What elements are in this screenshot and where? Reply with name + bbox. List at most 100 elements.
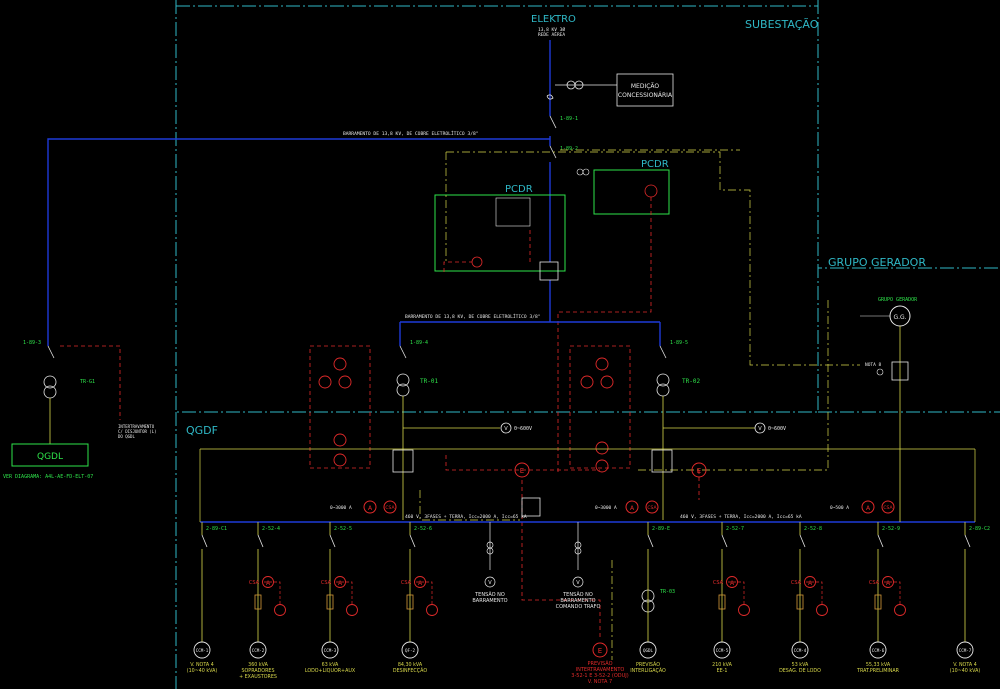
feeder-description: V. NOTA 4 (953, 662, 977, 668)
load-label: QF-2 (405, 648, 416, 653)
switch-1-89-2: 1-89-2 (560, 146, 578, 152)
zone-boundaries (175, 0, 1000, 689)
feeder-ammeter (334, 576, 346, 588)
feeder-switch (257, 534, 264, 548)
feeder-csa-label: CSA (713, 580, 724, 586)
svg-text:A: A (368, 505, 373, 512)
feeder-switch (409, 534, 416, 548)
feeder-tag: 2-52-6 (414, 526, 432, 532)
voltmeter-right: V 0~600V (663, 422, 786, 434)
tr-02-label: TR-02 (682, 378, 700, 385)
feeder-csa-label: CSA (791, 580, 802, 586)
svg-text:0~600V: 0~600V (514, 426, 532, 432)
feeder-ammeter-label: A (886, 580, 891, 587)
feeder-description: SOPRADORES (241, 668, 274, 674)
grupo-gerador: G.G. GRUPO GERADOR NOTA 8 (860, 297, 918, 522)
svg-text:V: V (488, 580, 492, 586)
feeder-switch (201, 534, 208, 548)
source-network: REDE AÉREA (538, 30, 565, 38)
svg-text:V. NOTA 7: V. NOTA 7 (588, 679, 613, 685)
feeder-switch (721, 534, 728, 548)
svg-text:TENSÃO NO: TENSÃO NO (474, 591, 505, 598)
svg-text:PCDR: PCDR (505, 184, 533, 195)
svg-text:BARRAMENTO DE 13,8 KV, DE COBR: BARRAMENTO DE 13,8 KV, DE COBRE ELETROLÍ… (405, 312, 541, 320)
svg-text:V: V (504, 426, 508, 432)
feeder-tag: 2-89-C1 (206, 526, 227, 532)
svg-text:CSA: CSA (883, 505, 893, 511)
feeder-tag: 2-52-5 (334, 526, 352, 532)
load-symbol (193, 641, 211, 659)
source-label: ELEKTRO (531, 14, 576, 25)
feeder-ct (796, 594, 804, 610)
svg-text:NOTA 8: NOTA 8 (865, 362, 882, 368)
load-symbol (791, 641, 809, 659)
feeder-ammeter-label: A (418, 580, 423, 587)
svg-text:COMANDO TRAFO: COMANDO TRAFO (556, 604, 601, 610)
feeder-tag: 2-89-C2 (969, 526, 990, 532)
feeder-csa-label: CSA (321, 580, 332, 586)
svg-text:V: V (758, 426, 762, 432)
transformer-tr-01 (392, 345, 414, 520)
feeder-ammeter (414, 576, 426, 588)
source-voltage: 13,8 KV 3Ø (538, 26, 565, 33)
feeder-ct (718, 594, 726, 610)
feeder-ammeter-label: A (808, 580, 813, 587)
ammeters-main: A CSA 0~3000 A A CSA 0~3000 A A CSA 0~50… (330, 500, 895, 514)
qgdl-interlock-note: INTERTRAVAMENTO C/ DISJUNTOR (L) DO QGDL (118, 424, 157, 439)
feeder-2-89-c2: CCM-72-89-C2V. NOTA 4(10~40 kVA) (950, 522, 990, 674)
feeder-relay (426, 604, 438, 616)
svg-text:A: A (630, 505, 635, 512)
bus-voltage-pt (484, 522, 584, 588)
svg-text:GRUPO GERADOR: GRUPO GERADOR (878, 297, 918, 303)
feeder-description: 55,33 kVA (866, 662, 891, 668)
feeder-description: LODO+LIQUOR+AUX (305, 668, 356, 674)
feeder-description: + EXAUSTORES (239, 674, 277, 680)
feeder-switch (877, 534, 884, 548)
load-symbol (869, 641, 887, 659)
svg-text:CONCESSIONÁRIA: CONCESSIONÁRIA (618, 92, 673, 99)
load-label: CCM-5 (716, 648, 729, 653)
feeder-ammeter (262, 576, 274, 588)
svg-text:0~500 A: 0~500 A (830, 505, 849, 511)
svg-text:0~3000 A: 0~3000 A (330, 505, 352, 511)
zone-label-qgdf: QGDF (186, 424, 218, 437)
svg-text:E: E (520, 467, 524, 475)
relays-left (318, 357, 352, 467)
svg-text:A: A (866, 505, 871, 512)
load-label: CCM-3 (324, 648, 337, 653)
feeder-ammeter (804, 576, 816, 588)
feeder-ammeter (726, 576, 738, 588)
bus-tie-breaker (521, 497, 541, 517)
svg-text:0~600V: 0~600V (768, 426, 786, 432)
feeder-relay (274, 604, 286, 616)
feeder-relay-wire (806, 581, 823, 604)
load-symbol (713, 641, 731, 659)
feeder-csa-label: CSA (401, 580, 412, 586)
load-label: CCM-2 (252, 648, 265, 653)
feeder-2-89-c1: CCM-12-89-C1V. NOTA 4(10~40 kVA) (187, 522, 227, 674)
feeder-ct (326, 594, 334, 610)
transformer-tr-02 (651, 345, 673, 520)
load-label: CCM-7 (959, 648, 972, 653)
svg-text:PCDR: PCDR (641, 159, 669, 170)
svg-text:3-52-1 E 3-52-2 (ODUJ): 3-52-1 E 3-52-2 (ODUJ) (571, 673, 628, 679)
feeder-description: PREVISÃO (636, 661, 660, 668)
load-symbol (249, 641, 267, 659)
control-wiring (60, 197, 700, 640)
switch-1-89-5: 1-89-5 (670, 340, 688, 346)
svg-text:BARRAMENTO: BARRAMENTO (472, 598, 507, 604)
load-symbol (321, 641, 339, 659)
load-symbol (956, 641, 974, 659)
subestacao-boundary (175, 0, 1000, 413)
svg-text:TR-03: TR-03 (660, 589, 675, 595)
feeder-description: INTERLIGAÇÃO (630, 667, 666, 674)
svg-text:INTERTRAVAMENTO: INTERTRAVAMENTO (576, 667, 625, 673)
feeder-csa-label: CSA (869, 580, 880, 586)
